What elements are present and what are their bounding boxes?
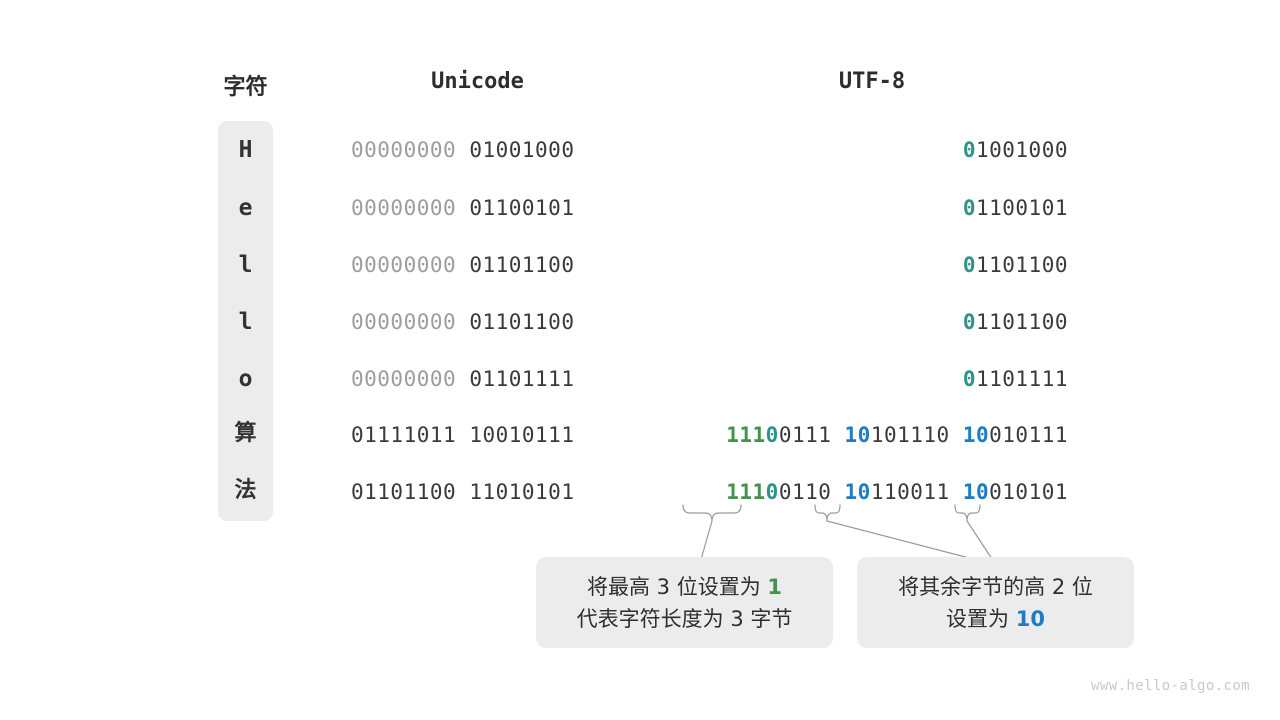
unicode-low-byte: 01101100 xyxy=(469,253,575,277)
callout-continuation-bits: 将其余字节的高 2 位设置为 10 xyxy=(857,557,1134,648)
unicode-low-byte: 01101111 xyxy=(469,367,575,391)
unicode-binary-cell: 00000000 01100101 xyxy=(351,196,575,220)
callout-leading-bits: 将最高 3 位设置为 1 代表字符长度为 3 字节 xyxy=(536,557,833,648)
unicode-binary-cell: 00000000 01101100 xyxy=(351,310,575,334)
brace-leading-bits xyxy=(682,504,742,522)
utf8-binary-cell: 01101111 xyxy=(962,367,1068,391)
column-header-utf8: UTF-8 xyxy=(838,69,906,94)
unicode-high-byte: 00000000 xyxy=(351,253,457,277)
character-cell: l xyxy=(238,252,253,278)
unicode-low-byte: 01001000 xyxy=(469,138,575,162)
utf8-binary-cell: 01001000 xyxy=(962,138,1068,162)
character-cell: l xyxy=(238,309,253,335)
callout-line: 代表字符长度为 3 字节 xyxy=(576,606,793,631)
character-column-panel xyxy=(218,121,273,521)
unicode-high-byte: 01101100 xyxy=(351,480,457,504)
utf8-binary-cell: 11100110 10110011 10010101 xyxy=(726,480,1068,504)
unicode-high-byte: 00000000 xyxy=(351,310,457,334)
unicode-low-byte: 01101100 xyxy=(469,310,575,334)
brace-continuation-1 xyxy=(814,504,841,522)
character-cell: H xyxy=(238,137,253,163)
utf8-binary-cell: 01101100 xyxy=(962,310,1068,334)
character-cell: e xyxy=(238,195,253,221)
watermark: www.hello-algo.com xyxy=(1091,678,1250,694)
unicode-low-byte: 11010101 xyxy=(469,480,575,504)
character-cell: 法 xyxy=(234,478,257,503)
callout-line: 将最高 3 位设置为 1 xyxy=(586,574,782,599)
callout-line: 设置为 10 xyxy=(946,606,1045,631)
utf8-binary-cell: 01101100 xyxy=(962,253,1068,277)
character-cell: 算 xyxy=(234,421,257,446)
unicode-high-byte: 00000000 xyxy=(351,138,457,162)
unicode-binary-cell: 00000000 01101111 xyxy=(351,367,575,391)
unicode-binary-cell: 00000000 01101100 xyxy=(351,253,575,277)
utf8-binary-cell: 01100101 xyxy=(962,196,1068,220)
callout-line: 将其余字节的高 2 位 xyxy=(898,574,1093,599)
unicode-binary-cell: 00000000 01001000 xyxy=(351,138,575,162)
brace-continuation-2 xyxy=(954,504,981,522)
character-cell: o xyxy=(238,366,253,392)
unicode-binary-cell: 01101100 11010101 xyxy=(351,480,575,504)
unicode-high-byte: 00000000 xyxy=(351,367,457,391)
unicode-binary-cell: 01111011 10010111 xyxy=(351,423,575,447)
column-header-character: 字符 xyxy=(223,75,268,100)
utf8-binary-cell: 11100111 10101110 10010111 xyxy=(726,423,1068,447)
column-header-unicode: Unicode xyxy=(431,69,524,94)
unicode-low-byte: 01100101 xyxy=(469,196,575,220)
unicode-high-byte: 01111011 xyxy=(351,423,457,447)
unicode-high-byte: 00000000 xyxy=(351,196,457,220)
unicode-low-byte: 10010111 xyxy=(469,423,575,447)
